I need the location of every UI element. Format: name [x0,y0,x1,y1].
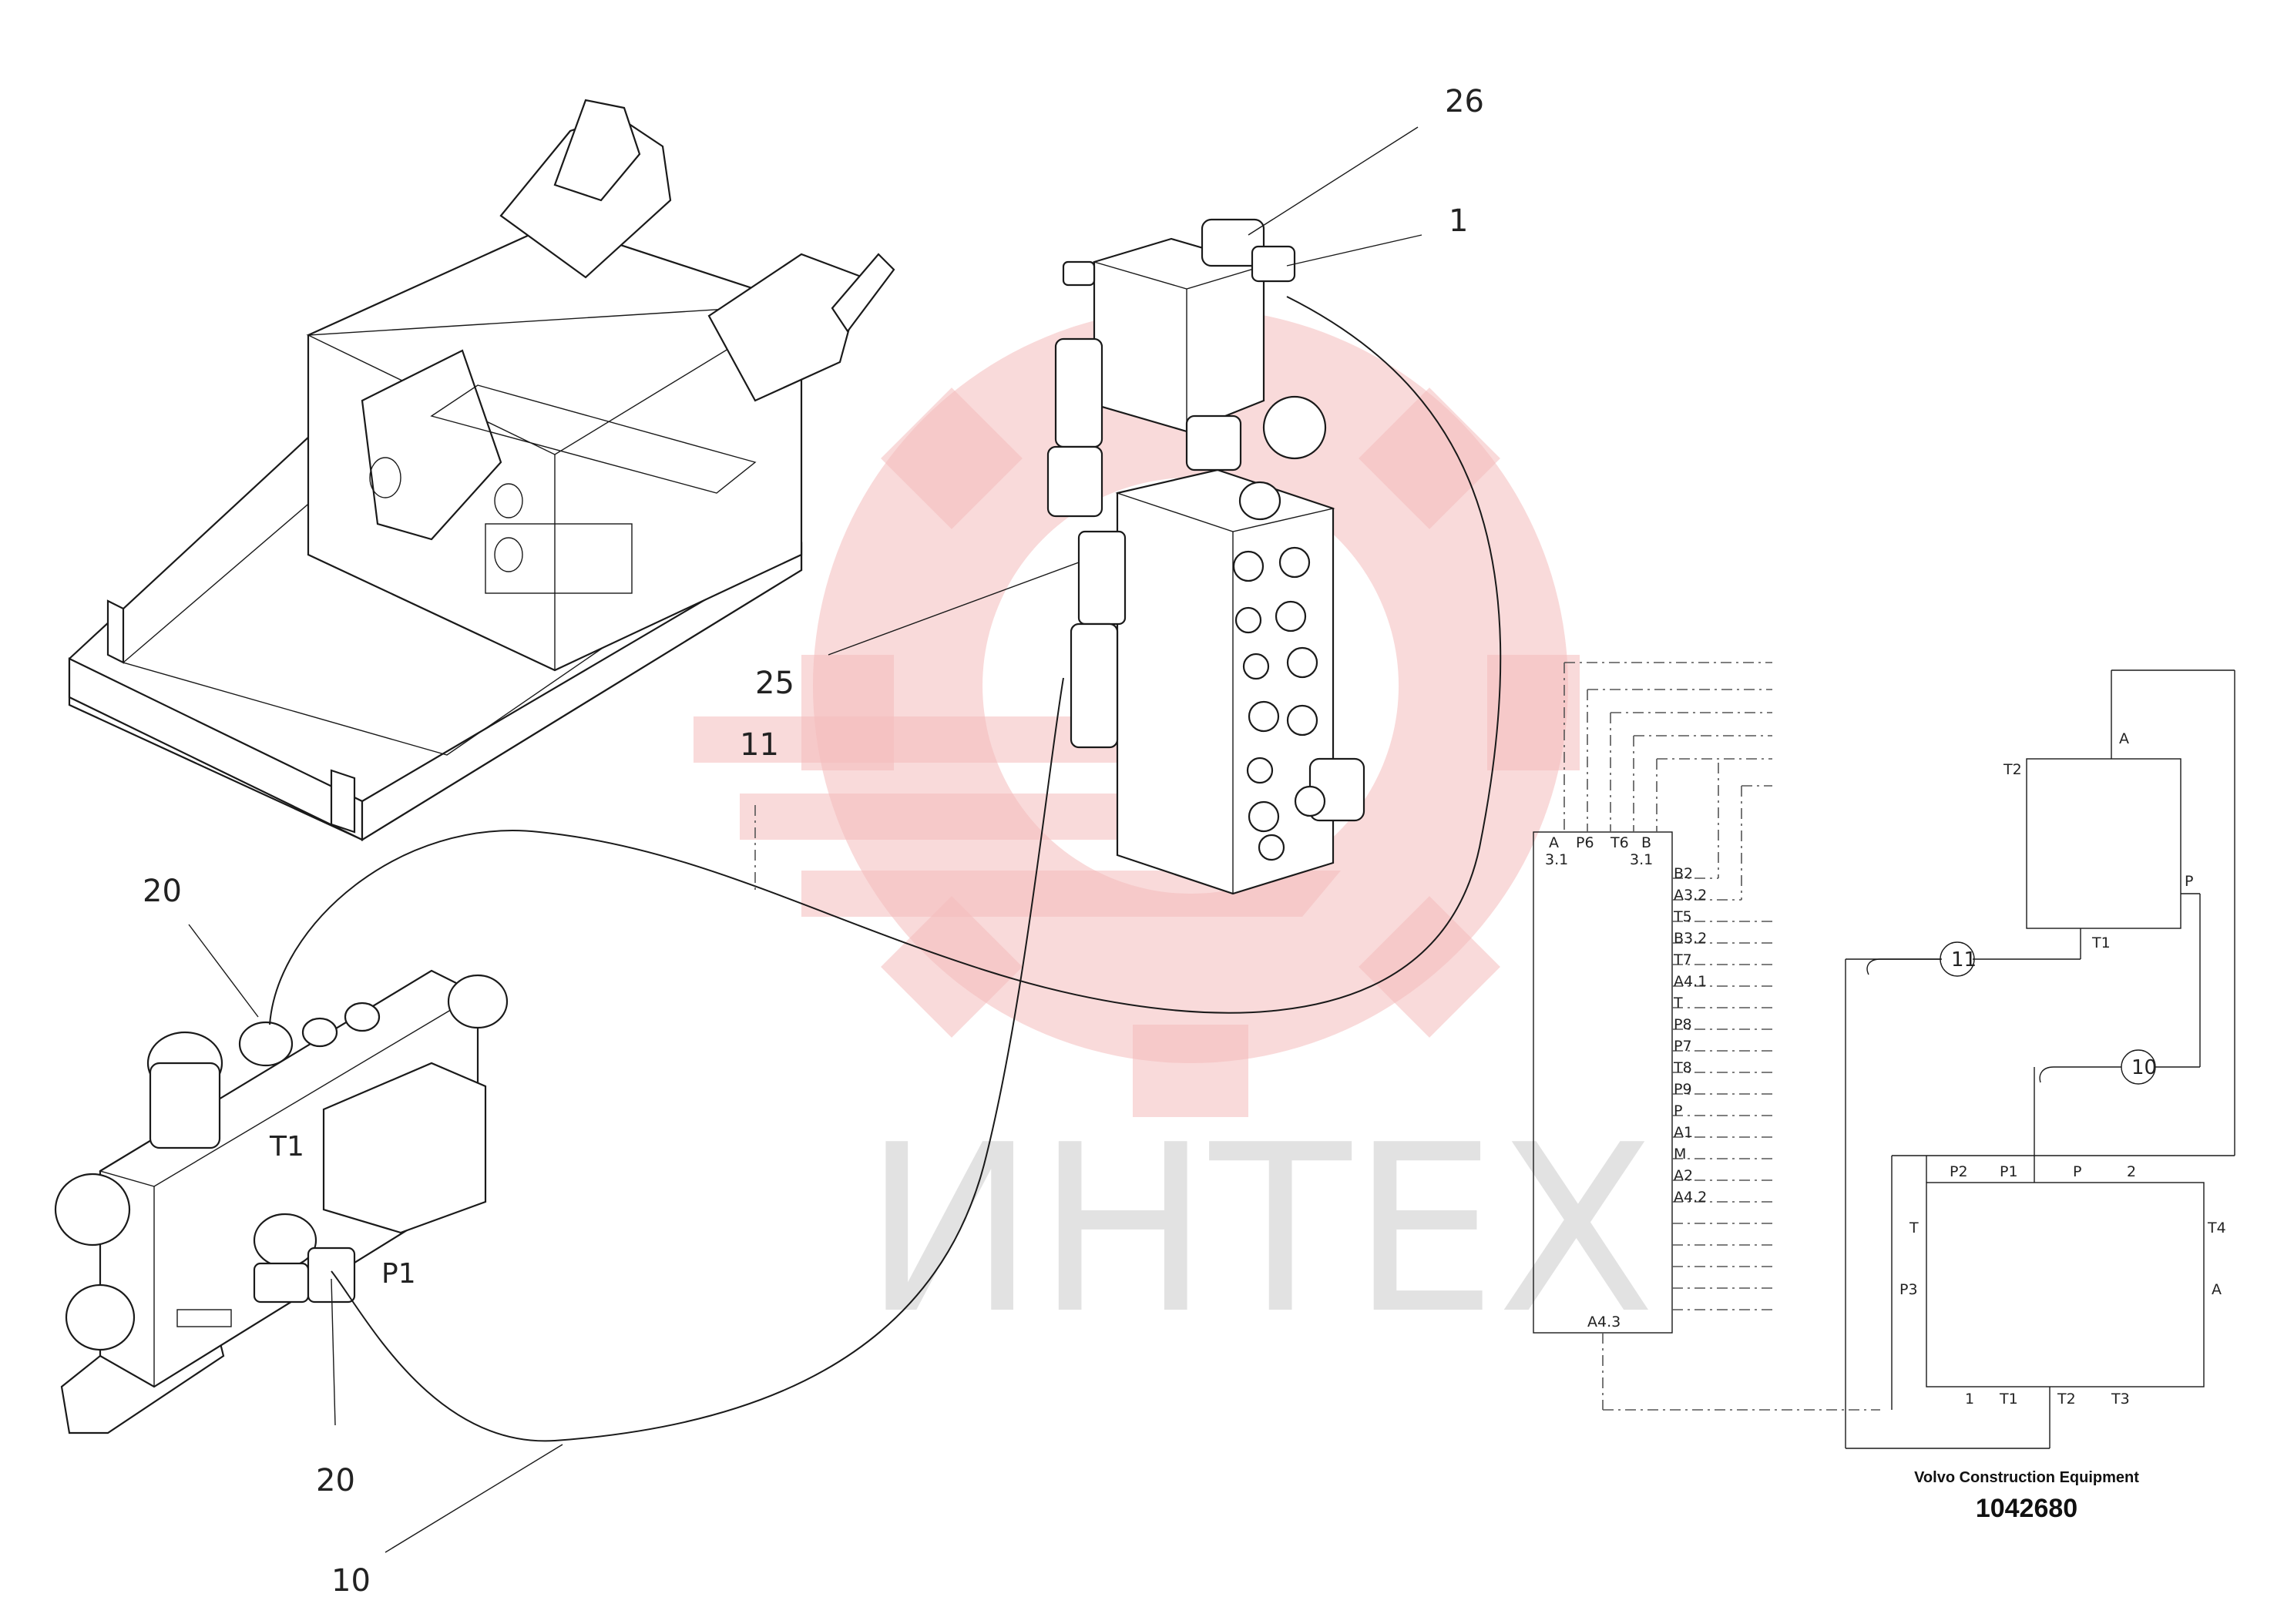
hose-11 [269,296,1502,1025]
port-lr-T: T [1909,1220,1919,1236]
port-A4.3: A4.3 [1587,1314,1621,1330]
callout-20-top: 20 [143,874,182,909]
port-lr-1: 1 [1965,1391,1974,1408]
callout-1: 1 [1449,203,1468,239]
port-label-t1: T1 [269,1131,304,1163]
port-ur-T1: T1 [2091,934,2111,951]
leader-25 [828,562,1080,656]
main-valve-block [1046,218,1365,895]
part-number: 1042680 [1975,1494,2078,1523]
watermark-logo [694,308,1580,1117]
machine-frame [68,99,895,841]
port-ur-A: A [2119,730,2129,747]
port-A: A [1549,834,1559,851]
port-T6: T6 [1610,834,1629,851]
company-name: Volvo Construction Equipment [1914,1469,2139,1486]
port-M: M [1674,1146,1686,1163]
port-ur-P: P [2185,873,2193,890]
port-T5: T5 [1673,908,1692,925]
port-lr-T3: T3 [2111,1391,2130,1408]
leader-1 [1286,234,1422,267]
port-lr-T2: T2 [2057,1391,2076,1408]
callout-10: 10 [331,1563,371,1599]
leader-20-bottom [331,1278,336,1426]
port-A4.2: A4.2 [1674,1189,1707,1206]
port-T7: T7 [1673,951,1692,968]
port-lr-P: P [2073,1163,2081,1180]
leader-26 [1248,126,1419,236]
port-T8: T8 [1673,1059,1692,1076]
port-P7: P7 [1674,1038,1692,1055]
port-P9: P9 [1674,1081,1692,1098]
port-P8: P8 [1674,1016,1692,1033]
port-A2: A2 [1674,1167,1693,1184]
port-lr-A: A [2212,1281,2222,1298]
leader-10 [385,1444,563,1553]
leader-20-top [188,924,259,1018]
port-P6: P6 [1576,834,1594,851]
port-B3.2: B3.2 [1674,930,1707,947]
schematic-lower-right-block [1926,1182,2205,1387]
schematic-upper-right-block [2026,758,2181,929]
schematic-bubble-11-label: 11 [1951,948,1977,971]
port-ur-T2: T2 [2003,761,2022,778]
port-lr-2: 2 [2127,1163,2136,1180]
callout-20-bottom: 20 [316,1463,355,1498]
port-A4.1: A4.1 [1674,973,1707,990]
schematic-bubble-10-label: 10 [2131,1056,2157,1079]
port-lr-P3: P3 [1899,1281,1918,1298]
port-T: T [1673,995,1683,1012]
callout-11: 11 [740,727,779,763]
port-B: B [1641,834,1651,851]
watermark-text: ИНТЕХ [863,1096,1655,1364]
port-sub-right: 3.1 [1630,851,1653,868]
callout-26: 26 [1445,84,1484,119]
port-B2: B2 [1674,865,1693,882]
callout-25: 25 [755,666,794,701]
port-P: P [1674,1102,1682,1119]
hose-10 [331,677,1064,1442]
port-lr-P1: P1 [2000,1163,2018,1180]
port-lr-T1: T1 [1999,1391,2018,1408]
hydraulic-schematic [1533,662,2235,1449]
port-A1: A1 [1674,1124,1693,1141]
port-sub-left: 3.1 [1545,851,1568,868]
port-lr-P2: P2 [1950,1163,1968,1180]
schematic-labels: A P6 T6 B 3.1 3.1 B2 A3.2 T5 B3.2 T7 A4.… [1545,730,2226,1408]
port-lr-T4: T4 [2207,1220,2226,1236]
port-A3.2: A3.2 [1674,887,1707,904]
title-block: Volvo Construction Equipment 1042680 [1896,1468,2158,1524]
port-label-p1: P1 [381,1258,416,1290]
small-valve-block [54,969,509,1434]
